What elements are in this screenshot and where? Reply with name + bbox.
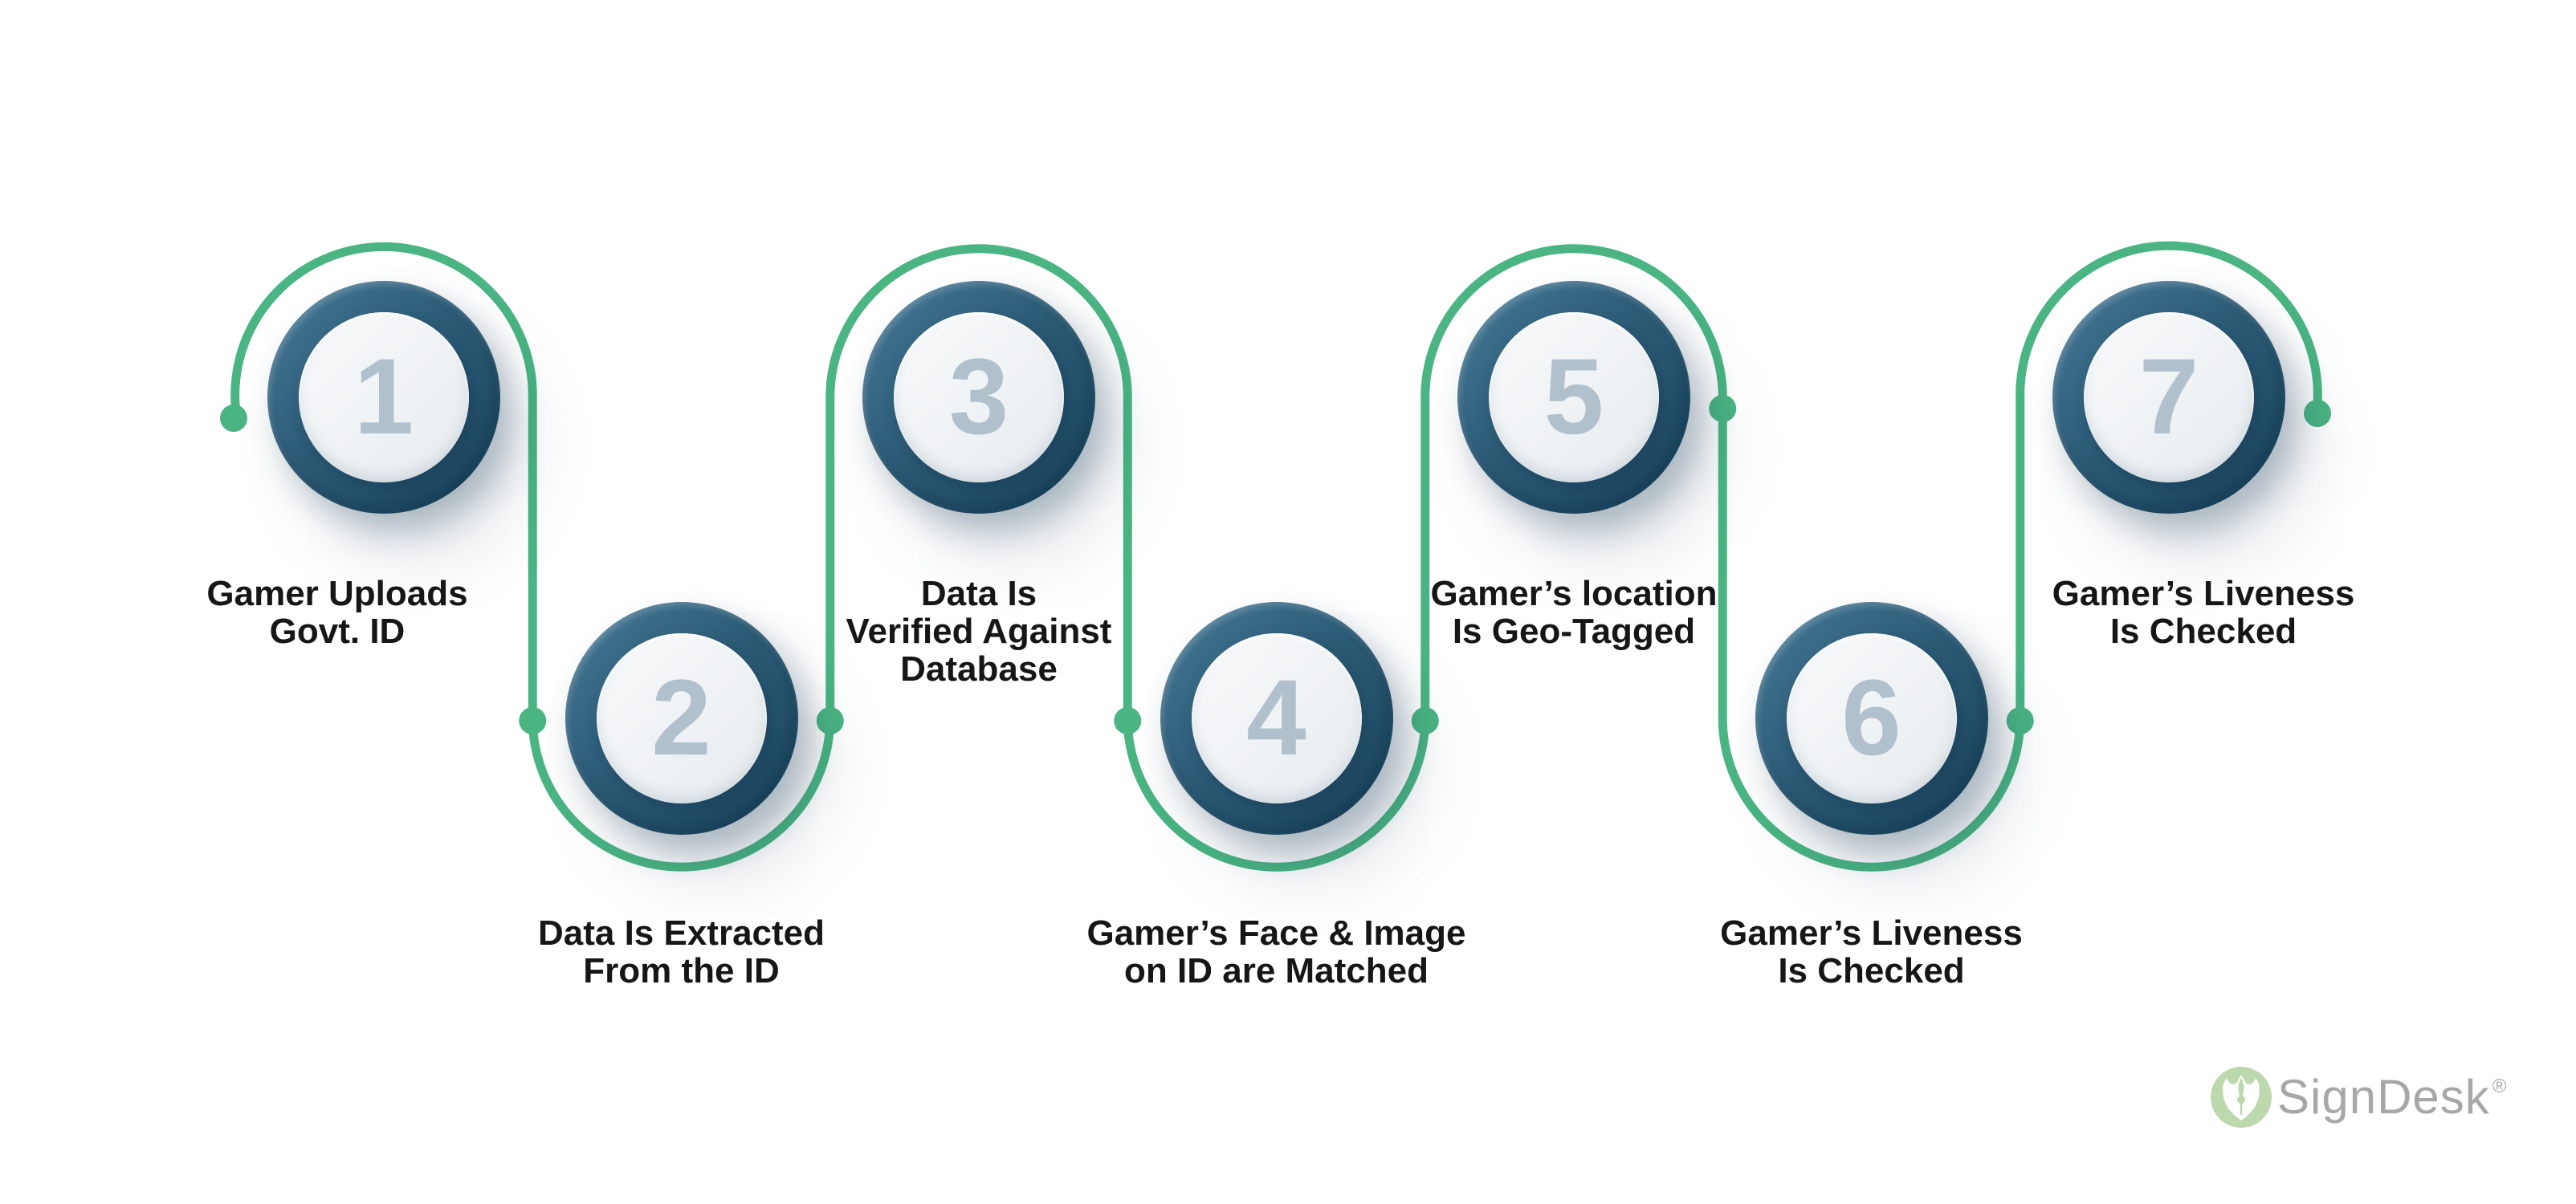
flow-node-dot <box>2006 707 2034 734</box>
step-label: Gamer’s Liveness Is Checked <box>1720 913 2023 991</box>
step-circle-face: 3 <box>894 312 1064 482</box>
step-circle-face: 7 <box>2084 312 2254 482</box>
step-circle: 5 <box>1457 281 1690 514</box>
flow-node-dot <box>1114 707 1142 734</box>
step-circle-face: 2 <box>596 633 767 803</box>
step-label: Data Is Verified Against Database <box>846 574 1112 689</box>
step-number: 6 <box>1841 658 1901 778</box>
step-circle-face: 1 <box>299 312 469 482</box>
step-number: 3 <box>948 337 1009 457</box>
signdesk-logo: SignDesk® <box>2211 1067 2507 1128</box>
step-circle: 7 <box>2052 281 2285 514</box>
pen-nib-icon <box>2211 1067 2272 1128</box>
step-label: Gamer’s Liveness Is Checked <box>2052 574 2355 652</box>
step-number: 4 <box>1246 658 1306 778</box>
step-label: Gamer’s Face & Image on ID are Matched <box>1086 913 1466 991</box>
step-number: 2 <box>651 658 711 778</box>
step-circle-face: 5 <box>1489 312 1659 482</box>
flow-node-dot <box>220 405 247 432</box>
flow-node-dot <box>519 707 547 734</box>
flow-line-path <box>230 241 2322 872</box>
flow-node-dot <box>2304 400 2331 427</box>
brand-name: SignDesk® <box>2277 1070 2508 1124</box>
flow-node-dot <box>1411 707 1439 734</box>
step-label: Gamer’s location Is Geo-Tagged <box>1430 574 1718 652</box>
flow-node-dot <box>1709 395 1737 422</box>
step-label: Data Is Extracted From the ID <box>537 913 825 991</box>
step-circle: 4 <box>1160 602 1393 835</box>
step-number: 5 <box>1543 337 1604 457</box>
step-circle: 1 <box>267 281 500 514</box>
step-circle: 2 <box>565 602 798 835</box>
flow-node-dot <box>816 707 844 734</box>
step-circle-face: 6 <box>1786 633 1957 803</box>
step-number: 7 <box>2138 337 2199 457</box>
step-label: Gamer Uploads Govt. ID <box>206 574 468 652</box>
step-circle: 6 <box>1755 602 1988 835</box>
step-circle-face: 4 <box>1191 633 1362 803</box>
step-circle: 3 <box>862 281 1095 514</box>
registered-mark: ® <box>2492 1076 2508 1097</box>
step-number: 1 <box>353 337 414 457</box>
